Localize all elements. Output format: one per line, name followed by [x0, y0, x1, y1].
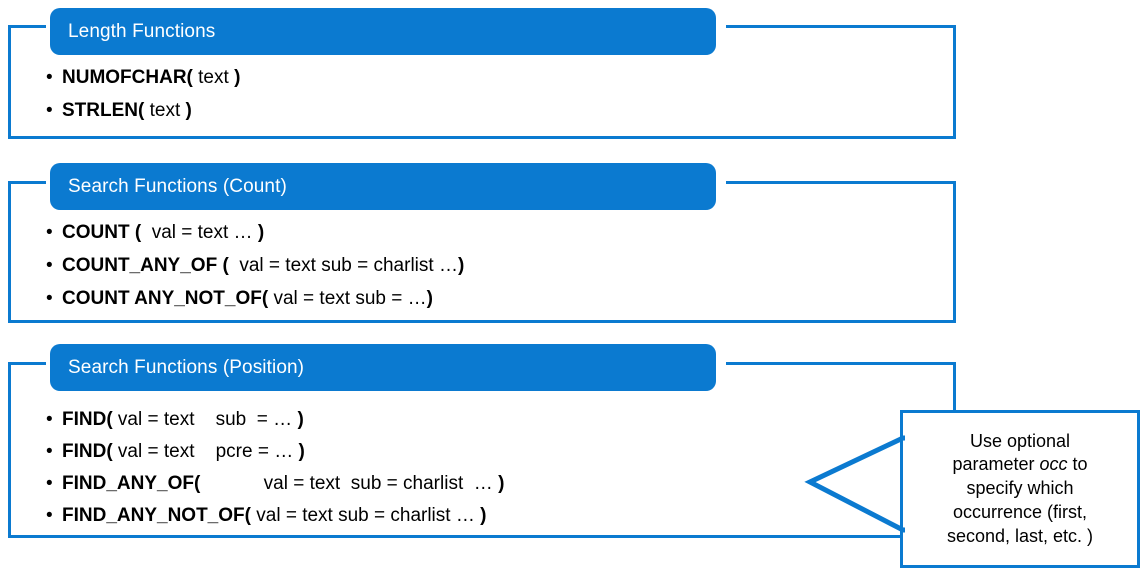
- function-name: FIND_ANY_NOT_OF(: [62, 505, 251, 526]
- bullet-icon: •: [46, 255, 53, 276]
- callout-param-occ: occ: [1039, 454, 1068, 475]
- function-close: ): [257, 222, 265, 243]
- list-item: • FIND_ANY_NOT_OF( val = text sub = char…: [46, 506, 504, 525]
- section-3-header: Search Functions (Position): [50, 344, 716, 391]
- function-close: ): [498, 473, 505, 494]
- list-item: • FIND( val = text pcre = … ): [46, 442, 504, 461]
- function-args: text: [192, 67, 235, 88]
- function-args: val = text sub = charlist …: [200, 473, 499, 494]
- callout-line-4: occurrence (first,: [952, 501, 1088, 522]
- function-close: ): [457, 255, 465, 276]
- list-item: • FIND( val = text sub = … ): [46, 410, 504, 429]
- section-2-header: Search Functions (Count): [50, 163, 716, 210]
- bullet-icon: •: [46, 288, 53, 309]
- callout-line-5: second, last, etc. ): [946, 525, 1094, 546]
- section-2-bullet-list: • COUNT ( val = text … ) • COUNT_ANY_OF …: [46, 223, 464, 308]
- section-1-header: Length Functions: [50, 8, 716, 55]
- function-args: text: [144, 100, 186, 121]
- callout-text: Use optional parameter occ to specify wh…: [939, 430, 1101, 549]
- function-close: ): [480, 505, 487, 526]
- function-close: ): [298, 441, 305, 462]
- bullet-icon: •: [46, 441, 53, 462]
- list-item: • COUNT_ANY_OF ( val = text sub = charli…: [46, 256, 464, 275]
- section-2-title: Search Functions (Count): [68, 175, 287, 197]
- function-close: ): [234, 67, 241, 88]
- function-name: COUNT ANY_NOT_OF(: [62, 288, 269, 309]
- function-close: ): [297, 409, 304, 430]
- callout-box: Use optional parameter occ to specify wh…: [900, 410, 1140, 568]
- function-args: val = text pcre = …: [112, 441, 299, 462]
- function-close: ): [185, 100, 192, 121]
- function-name: STRLEN(: [62, 100, 145, 121]
- bullet-icon: •: [46, 409, 53, 430]
- function-name: FIND(: [62, 441, 113, 462]
- section-1-bullet-list: • NUMOFCHAR( text ) • STRLEN( text ): [46, 68, 240, 120]
- list-item: • FIND_ANY_OF( val = text sub = charlist…: [46, 474, 504, 493]
- list-item: • COUNT ( val = text … ): [46, 223, 464, 242]
- function-args: val = text sub = charlist …: [228, 255, 458, 276]
- function-args: val = text …: [141, 222, 258, 243]
- function-name: FIND_ANY_OF(: [62, 473, 201, 494]
- bullet-icon: •: [46, 222, 53, 243]
- section-3-bullet-list: • FIND( val = text sub = … ) • FIND( val…: [46, 410, 504, 525]
- bullet-icon: •: [46, 100, 53, 121]
- section-3-title: Search Functions (Position): [68, 356, 305, 378]
- list-item: • NUMOFCHAR( text ): [46, 68, 240, 87]
- function-args: val = text sub = …: [112, 409, 298, 430]
- bullet-icon: •: [46, 505, 53, 526]
- callout-line-2-pre: parameter: [952, 454, 1040, 475]
- list-item: • STRLEN( text ): [46, 101, 240, 120]
- function-name: COUNT (: [62, 222, 142, 243]
- callout-line-3: specify which: [966, 478, 1074, 499]
- function-name: COUNT_ANY_OF (: [62, 255, 229, 276]
- function-name: FIND(: [62, 409, 113, 430]
- list-item: • COUNT ANY_NOT_OF( val = text sub = … ): [46, 289, 464, 308]
- callout-arrow-icon: [804, 435, 905, 533]
- function-name: NUMOFCHAR(: [62, 67, 193, 88]
- function-close: ): [426, 288, 433, 309]
- callout-line-2: parameter occ to: [947, 453, 1093, 477]
- bullet-icon: •: [46, 67, 53, 88]
- function-args: val = text sub = …: [268, 288, 427, 309]
- section-1-title: Length Functions: [68, 20, 216, 42]
- callout-line-2-post: to: [1067, 454, 1088, 475]
- function-args: val = text sub = charlist …: [250, 505, 481, 526]
- callout-line-1: Use optional: [969, 430, 1071, 451]
- bullet-icon: •: [46, 473, 53, 494]
